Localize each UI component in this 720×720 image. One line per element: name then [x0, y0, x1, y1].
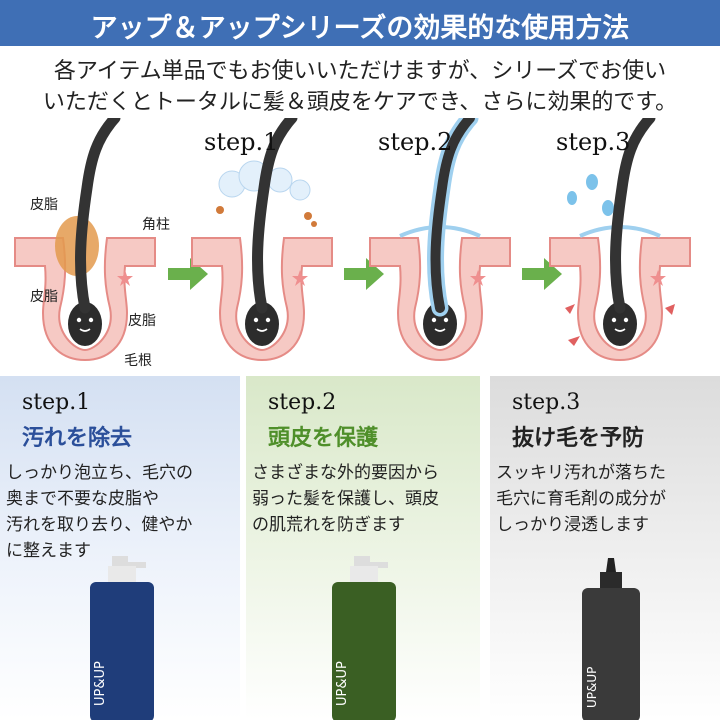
- diagram-step-label-1: step.1: [204, 128, 279, 156]
- diagram-step-label-2: step.2: [378, 128, 453, 156]
- hair-follicle-diagram: [14, 118, 691, 361]
- intro-line-1: 各アイテム単品でもお使いいただけますが、シリーズでお使い: [53, 59, 667, 84]
- bottle-brand-text: UP&UP: [93, 661, 108, 706]
- panel-step-label: step.3: [512, 390, 581, 415]
- diagram-step-label-3: step.3: [556, 128, 631, 156]
- page-title: アップ＆アップシリーズの効果的な使用方法: [90, 13, 630, 44]
- panel-description: スッキリ汚れが落ちた 毛穴に育毛剤の成分が しっかり浸透します: [496, 463, 666, 535]
- step3-panel: step.3 抜け毛を予防 スッキリ汚れが落ちた 毛穴に育毛剤の成分が しっかり…: [490, 376, 720, 720]
- panel-title: 抜け毛を予防: [512, 426, 645, 451]
- header-banner: アップ＆アップシリーズの効果的な使用方法: [0, 0, 720, 46]
- panel-title: 頭皮を保護: [268, 426, 379, 451]
- step1-panel: step.1 汚れを除去 しっかり泡立ち、毛穴の 奥まで不要な皮脂や 汚れを取り…: [0, 376, 240, 720]
- panel-description: しっかり泡立ち、毛穴の 奥まで不要な皮脂や 汚れを取り去り、健やか に整えます: [6, 463, 193, 561]
- panel-title: 汚れを除去: [22, 426, 133, 451]
- bottle-brand-text: UP&UP: [585, 667, 599, 708]
- label-keratin: 角柱: [142, 217, 170, 233]
- label-sebum-top: 皮脂: [30, 197, 58, 213]
- panel-step-label: step.2: [268, 390, 337, 415]
- bottle-brand-text: UP&UP: [335, 661, 350, 706]
- label-sebum-right: 皮脂: [128, 313, 156, 329]
- label-sebum-left: 皮脂: [30, 289, 58, 305]
- intro-line-2: いただくとトータルに髪＆頭皮をケアでき、さらに効果的です。: [42, 90, 678, 115]
- label-root: 毛根: [124, 353, 152, 369]
- panel-description: さまざまな外的要因から 弱った髪を保護し、頭皮 の肌荒れを防ぎます: [252, 463, 439, 535]
- hair-tonic-bottle-image: UP&UP: [582, 558, 640, 720]
- panel-step-label: step.1: [22, 390, 91, 415]
- scalp-lotion-bottle-image: UP&UP: [332, 556, 396, 720]
- shampoo-bottle-image: UP&UP: [90, 556, 154, 720]
- step2-panel: step.2 頭皮を保護 さまざまな外的要因から 弱った髪を保護し、頭皮 の肌荒…: [246, 376, 480, 720]
